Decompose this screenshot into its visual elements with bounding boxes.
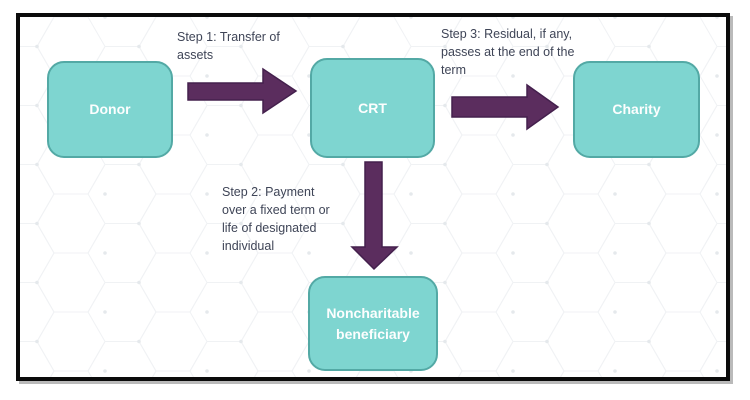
node-charity-label: Charity: [612, 101, 661, 117]
node-donor-label: Donor: [89, 101, 131, 117]
annotation-step2: Step 2: Payment over a fixed term or lif…: [222, 185, 330, 253]
annotation-step1: Step 1: Transfer of assets: [177, 30, 280, 62]
diagram-canvas: Donor CRT Charity Noncharitable benefici…: [20, 17, 726, 377]
diagram-frame: Donor CRT Charity Noncharitable benefici…: [16, 13, 730, 381]
node-donor: Donor: [47, 61, 173, 158]
annotation-step3: Step 3: Residual, if any, passes at the …: [441, 27, 575, 77]
node-crt: CRT: [310, 58, 435, 158]
node-noncharitable-beneficiary: Noncharitable beneficiary: [308, 276, 438, 371]
node-noncharitable-beneficiary-label: Noncharitable beneficiary: [326, 304, 420, 342]
arrow-step1-donor-to-crt: [187, 67, 298, 115]
node-crt-label: CRT: [358, 99, 387, 116]
arrow-step3-crt-to-charity: [451, 83, 560, 131]
arrow-step2-crt-to-beneficiary: [350, 161, 399, 271]
node-charity: Charity: [573, 61, 700, 158]
